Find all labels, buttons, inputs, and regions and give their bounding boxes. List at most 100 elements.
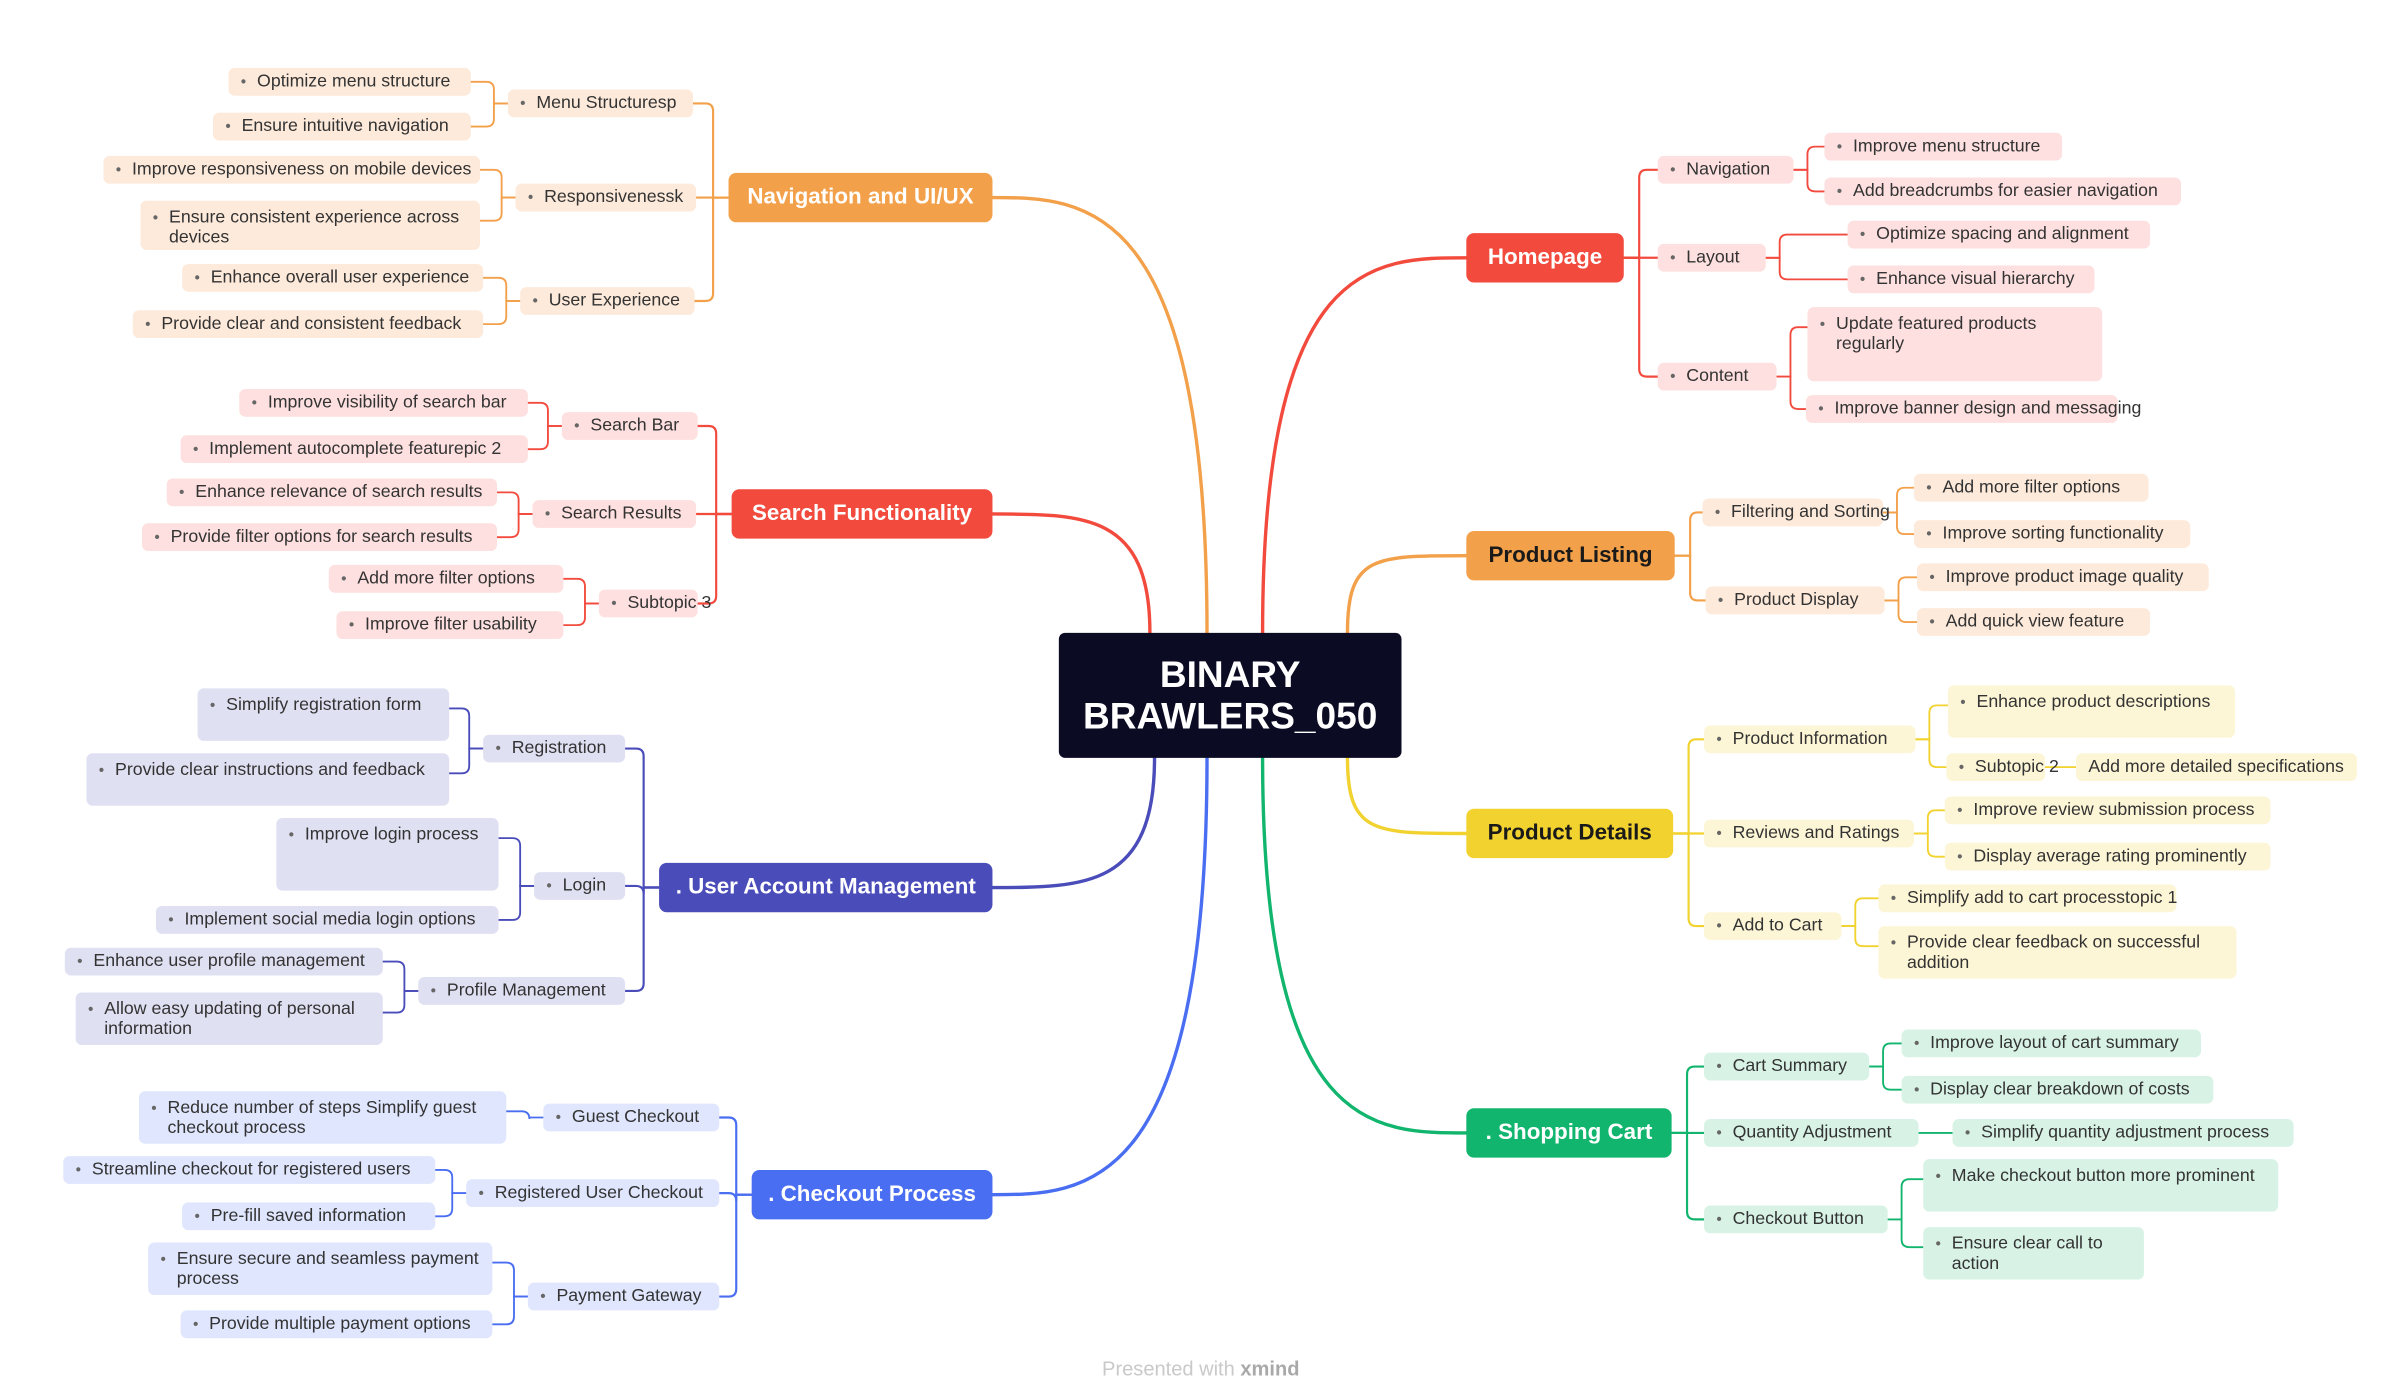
leaf-cart-2-1[interactable]: •Ensure clear call to action — [1923, 1227, 2144, 1280]
leaf-listing-1-1[interactable]: •Add quick view feature — [1917, 608, 2151, 636]
leaf-account-2-1[interactable]: •Allow easy updating of personal informa… — [75, 992, 383, 1045]
subtopic-label: User Experience — [548, 291, 680, 311]
subtopic-search-1[interactable]: •Search Results — [532, 500, 697, 528]
subtopic-account-1[interactable]: •Login — [534, 872, 626, 900]
leaf-homepage-0-1[interactable]: •Add breadcrumbs for easier navigation — [1824, 177, 2181, 206]
bullet-icon: • — [341, 570, 347, 588]
subtopic-navigation-0[interactable]: •Menu Structuresp — [507, 89, 694, 118]
subtopic-navigation-1[interactable]: •Responsivenessk — [515, 183, 697, 212]
leaf-details-0-0[interactable]: •Enhance product descriptions — [1947, 685, 2235, 738]
leaf-search-1-0[interactable]: •Enhance relevance of search results — [166, 478, 498, 507]
item-link-search-2-0 — [562, 577, 600, 605]
leaf-label: Enhance product descriptions — [1976, 693, 2211, 712]
subtopic-cart-0[interactable]: •Cart Summary — [1704, 1052, 1870, 1081]
subtopic-listing-0[interactable]: •Filtering and Sorting — [1702, 498, 1890, 527]
leaf-search-0-0[interactable]: •Improve visibility of search bar — [239, 388, 528, 417]
subtopic-details-0[interactable]: •Product Information — [1704, 725, 1916, 754]
leaf-cart-2-0[interactable]: •Make checkout button more prominent — [1923, 1159, 2279, 1212]
leaf-search-0-1[interactable]: •Implement autocomplete featurepic 2 — [180, 435, 528, 464]
leaf-homepage-1-1[interactable]: •Enhance visual hierarchy — [1847, 265, 2095, 294]
subtopic-label: Search Bar — [590, 416, 680, 436]
leaf-details-1-1[interactable]: •Display average rating prominently — [1944, 842, 2271, 871]
leaf-homepage-0-0[interactable]: •Improve menu structure — [1824, 132, 2063, 161]
leaf-checkout-1-0[interactable]: •Streamline checkout for registered user… — [63, 1156, 436, 1184]
subtopic-homepage-2[interactable]: •Content — [1657, 362, 1777, 391]
leaf-listing-0-0[interactable]: • Add more filter options — [1913, 473, 2149, 502]
subtopic-account-2[interactable]: •Profile Management — [418, 977, 626, 1005]
leaf-checkout-2-0[interactable]: •Ensure secure and seamless payment proc… — [148, 1242, 493, 1295]
leaf-listing-1-0[interactable]: •Improve product image quality — [1917, 563, 2209, 592]
main-topic-listing[interactable]: Product Listing — [1466, 530, 1675, 581]
main-topic-label: Navigation and UI/UX — [747, 185, 974, 210]
leaf-checkout-0-0[interactable]: •Reduce number of steps Simplify guest c… — [138, 1091, 507, 1144]
leaf-navigation-1-0[interactable]: •Improve responsiveness on mobile device… — [103, 155, 481, 184]
bullet-icon: • — [1926, 479, 1932, 497]
subtopic-account-0[interactable]: •Registration — [483, 734, 626, 763]
leaf-details-2-0[interactable]: •Simplify add to cart processtopic 1 — [1878, 884, 2177, 913]
leaf-details-0-1[interactable]: •Subtopic 2 — [1946, 753, 2059, 782]
item-link-search-0-0 — [526, 401, 563, 427]
main-topic-checkout[interactable]: . Checkout Process — [751, 1169, 993, 1220]
subtopic-search-2[interactable]: •Subtopic 3 — [598, 589, 711, 618]
footer-prefix: Presented with — [1102, 1356, 1235, 1380]
leaf-checkout-1-1[interactable]: •Pre-fill saved information — [182, 1202, 436, 1231]
main-topic-cart[interactable]: . Shopping Cart — [1466, 1108, 1672, 1158]
leaf-label: Ensure clear call to action — [1951, 1234, 2103, 1274]
leaf-search-2-1[interactable]: •Improve filter usability — [336, 611, 564, 640]
subtopic-checkout-0[interactable]: •Guest Checkout — [543, 1103, 720, 1132]
leaf-account-2-0[interactable]: •Enhance user profile management — [64, 947, 383, 976]
item-link-listing-1-1 — [1883, 599, 1918, 623]
subtopic-navigation-2[interactable]: •User Experience — [520, 287, 695, 315]
leaf-account-1-0[interactable]: •Improve login process — [276, 818, 499, 891]
leaf-homepage-2-1[interactable]: •Improve banner design and messaging — [1805, 395, 2141, 423]
subtopic-homepage-1[interactable]: •Layout — [1657, 243, 1766, 272]
leaf-cart-0-1[interactable]: •Display clear breakdown of costs — [1901, 1075, 2214, 1104]
leaf-search-2-0[interactable]: •Add more filter options — [328, 564, 564, 593]
leaf-label: Improve review submission process — [1973, 800, 2255, 819]
subtopic-cart-2[interactable]: •Checkout Button — [1704, 1205, 1888, 1234]
leaf-details-extra[interactable]: Add more detailed specifications — [2076, 753, 2357, 782]
item-link-account-2-0 — [381, 960, 420, 992]
item-link-checkout-1-0 — [434, 1169, 468, 1195]
main-topic-search[interactable]: Search Functionality — [731, 489, 993, 539]
subtopic-details-1[interactable]: •Reviews and Ratings — [1704, 819, 1914, 848]
main-topic-account[interactable]: . User Account Management — [659, 862, 993, 913]
leaf-navigation-1-1[interactable]: •Ensure consistent experience across dev… — [140, 200, 481, 251]
leaf-listing-0-1[interactable]: •Improve sorting functionality — [1913, 520, 2191, 548]
leaf-account-0-0[interactable]: •Simplify registration form — [197, 688, 450, 741]
subtopic-homepage-0[interactable]: •Navigation — [1657, 155, 1794, 184]
main-topic-navigation[interactable]: Navigation and UI/UX — [728, 172, 993, 223]
main-link-cart — [1260, 756, 1469, 1135]
main-topic-details[interactable]: Product Details — [1466, 808, 1674, 859]
item-link-listing-0-0 — [1882, 486, 1915, 514]
leaf-navigation-2-1[interactable]: •Provide clear and consistent feedback — [132, 310, 484, 339]
leaf-homepage-2-0[interactable]: •Update featured products regularly — [1807, 307, 2103, 382]
main-topic-homepage[interactable]: Homepage — [1466, 233, 1624, 283]
leaf-navigation-2-0[interactable]: •Enhance overall user experience — [182, 263, 484, 292]
subtopic-checkout-2[interactable]: •Payment Gateway — [527, 1282, 720, 1311]
leaf-account-1-1[interactable]: •Implement social media login options — [155, 906, 499, 934]
bullet-icon: • — [152, 209, 159, 227]
subtopic-cart-1[interactable]: •Quantity Adjustment — [1704, 1119, 1919, 1147]
subtopic-listing-1[interactable]: •Product Display — [1705, 586, 1885, 615]
subtopic-details-2[interactable]: •Add to Cart — [1704, 912, 1842, 940]
item-link-details-2-0 — [1840, 897, 1880, 928]
bullet-icon: • — [1957, 801, 1963, 819]
leaf-cart-0-0[interactable]: •Improve layout of cart summary — [1901, 1029, 2202, 1058]
leaf-cart-1-0[interactable]: •Simplify quantity adjustment process — [1952, 1119, 2294, 1147]
subtopic-label: Registered User Checkout — [494, 1183, 703, 1203]
leaf-search-1-1[interactable]: •Provide filter options for search resul… — [142, 523, 498, 552]
leaf-navigation-0-0[interactable]: •Optimize menu structure — [228, 67, 471, 96]
leaf-label: Add more filter options — [1942, 477, 2121, 497]
leaf-navigation-0-1[interactable]: •Ensure intuitive navigation — [213, 112, 471, 141]
leaf-details-2-1[interactable]: •Provide clear feedback on successful ad… — [1878, 926, 2237, 979]
main-link-checkout — [990, 756, 1209, 1197]
leaf-account-0-1[interactable]: •Provide clear instructions and feedback — [86, 753, 450, 806]
leaf-details-1-0[interactable]: • Improve review submission process — [1944, 796, 2271, 825]
subtopic-search-0[interactable]: •Search Bar — [561, 412, 698, 440]
leaf-checkout-2-1[interactable]: •Provide multiple payment options — [180, 1310, 493, 1339]
subtopic-checkout-1[interactable]: •Registered User Checkout — [466, 1179, 720, 1208]
leaf-homepage-1-0[interactable]: •Optimize spacing and alignment — [1847, 220, 2151, 249]
